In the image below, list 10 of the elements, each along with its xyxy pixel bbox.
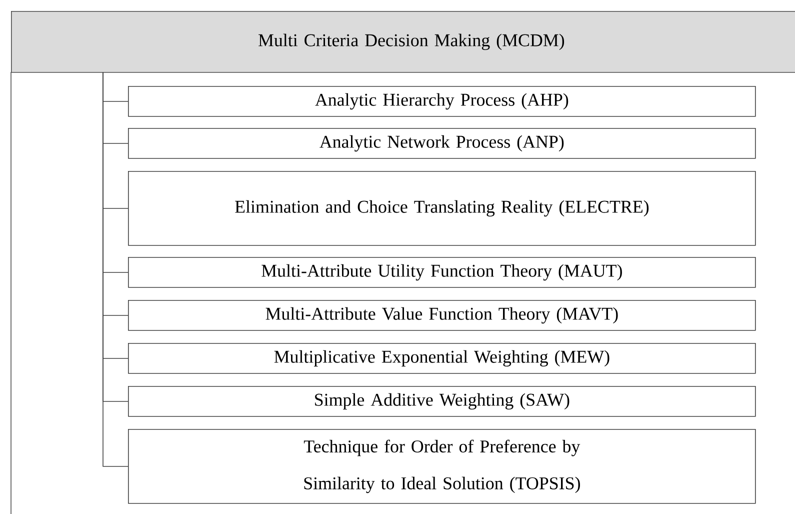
method-box: Elimination and Choice Translating Reality (ELECTRE) bbox=[128, 171, 756, 246]
method-box: Multi-Attribute Utility Function Theory (MAUT) bbox=[128, 257, 756, 288]
method-box: Simple Additive Weighting (SAW) bbox=[128, 386, 756, 417]
method-box: Analytic Network Process (ANP) bbox=[128, 128, 756, 159]
method-box: Analytic Hierarchy Process (AHP) bbox=[128, 86, 756, 117]
method-box: Technique for Order of Preference by Similarity to Ideal Solution (TOPSIS) bbox=[128, 429, 756, 504]
method-box: Multi-Attribute Value Function Theory (MAVT) bbox=[128, 300, 756, 331]
header-band: Multi Criteria Decision Making (MCDM) bbox=[11, 11, 795, 73]
connector-line bbox=[102, 72, 128, 467]
method-box: Multiplicative Exponential Weighting (MEW) bbox=[128, 343, 756, 374]
